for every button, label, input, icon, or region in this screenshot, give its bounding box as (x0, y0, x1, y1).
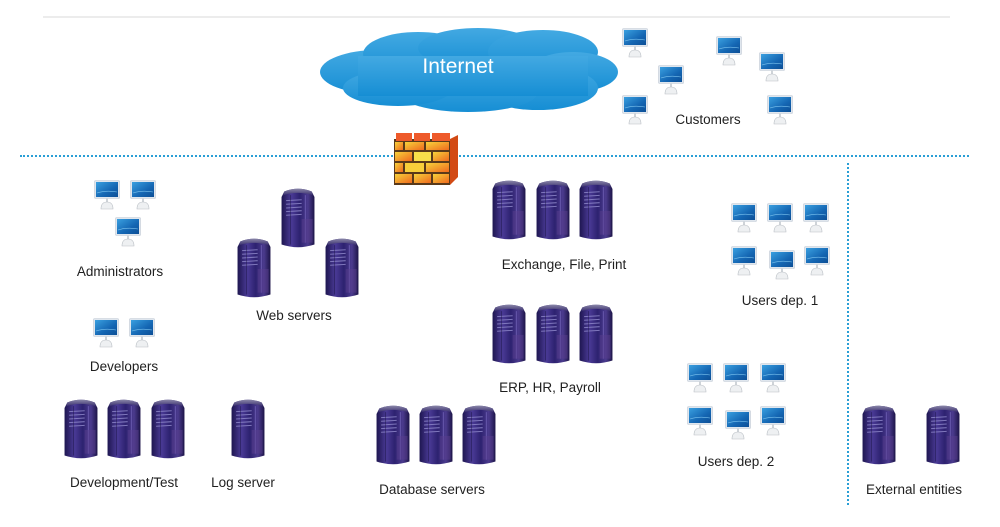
group-label: Customers (675, 112, 741, 127)
group-label: Development/Test (69, 475, 179, 490)
internet-cloud[interactable] (318, 26, 620, 114)
server-icon (859, 403, 899, 467)
group-label: Developers (89, 359, 159, 374)
workstation-icon (760, 406, 786, 436)
workstation-icon (767, 95, 793, 125)
server-icon (322, 236, 362, 300)
server-icon (104, 397, 144, 461)
server-icon (576, 178, 616, 242)
external-zone-boundary-line (847, 163, 849, 505)
workstation-icon (687, 406, 713, 436)
server-icon (61, 397, 101, 461)
firewall[interactable] (390, 131, 460, 189)
workstation-icon (622, 28, 648, 58)
workstation-icon (622, 95, 648, 125)
workstation-icon (93, 318, 119, 348)
workstation-icon (731, 203, 757, 233)
internet-label: Internet (422, 55, 494, 78)
server-icon (373, 403, 413, 467)
group-label: Log server (211, 475, 275, 490)
header-divider (43, 16, 950, 18)
workstation-icon (94, 180, 120, 210)
workstation-icon (767, 203, 793, 233)
perimeter-boundary-line (20, 155, 969, 157)
workstation-icon (804, 246, 830, 276)
workstation-icon (769, 250, 795, 280)
firewall-icon (394, 133, 458, 185)
workstation-icon (658, 65, 684, 95)
server-icon (923, 403, 963, 467)
server-icon (228, 397, 268, 461)
workstation-icon (760, 363, 786, 393)
group-label: ERP, HR, Payroll (499, 380, 601, 395)
server-icon (489, 178, 529, 242)
group-label: Users dep. 2 (697, 454, 775, 469)
server-icon (533, 178, 573, 242)
group-label: Users dep. 1 (741, 293, 819, 308)
workstation-icon (716, 36, 742, 66)
workstation-icon (115, 217, 141, 247)
workstation-icon (130, 180, 156, 210)
group-label: Database servers (379, 482, 485, 497)
server-icon (234, 236, 274, 300)
group-label: Web servers (256, 308, 332, 323)
workstation-icon (129, 318, 155, 348)
server-icon (278, 186, 318, 250)
group-label: Administrators (76, 264, 164, 279)
workstation-icon (687, 363, 713, 393)
group-label: Exchange, File, Print (501, 257, 627, 272)
group-label: External entities (865, 482, 963, 497)
server-icon (533, 302, 573, 366)
workstation-icon (723, 363, 749, 393)
workstation-icon (731, 246, 757, 276)
server-icon (489, 302, 529, 366)
server-icon (576, 302, 616, 366)
server-icon (416, 403, 456, 467)
server-icon (459, 403, 499, 467)
cloud-icon (320, 28, 618, 112)
workstation-icon (725, 410, 751, 440)
workstation-icon (759, 52, 785, 82)
workstation-icon (803, 203, 829, 233)
server-icon (148, 397, 188, 461)
